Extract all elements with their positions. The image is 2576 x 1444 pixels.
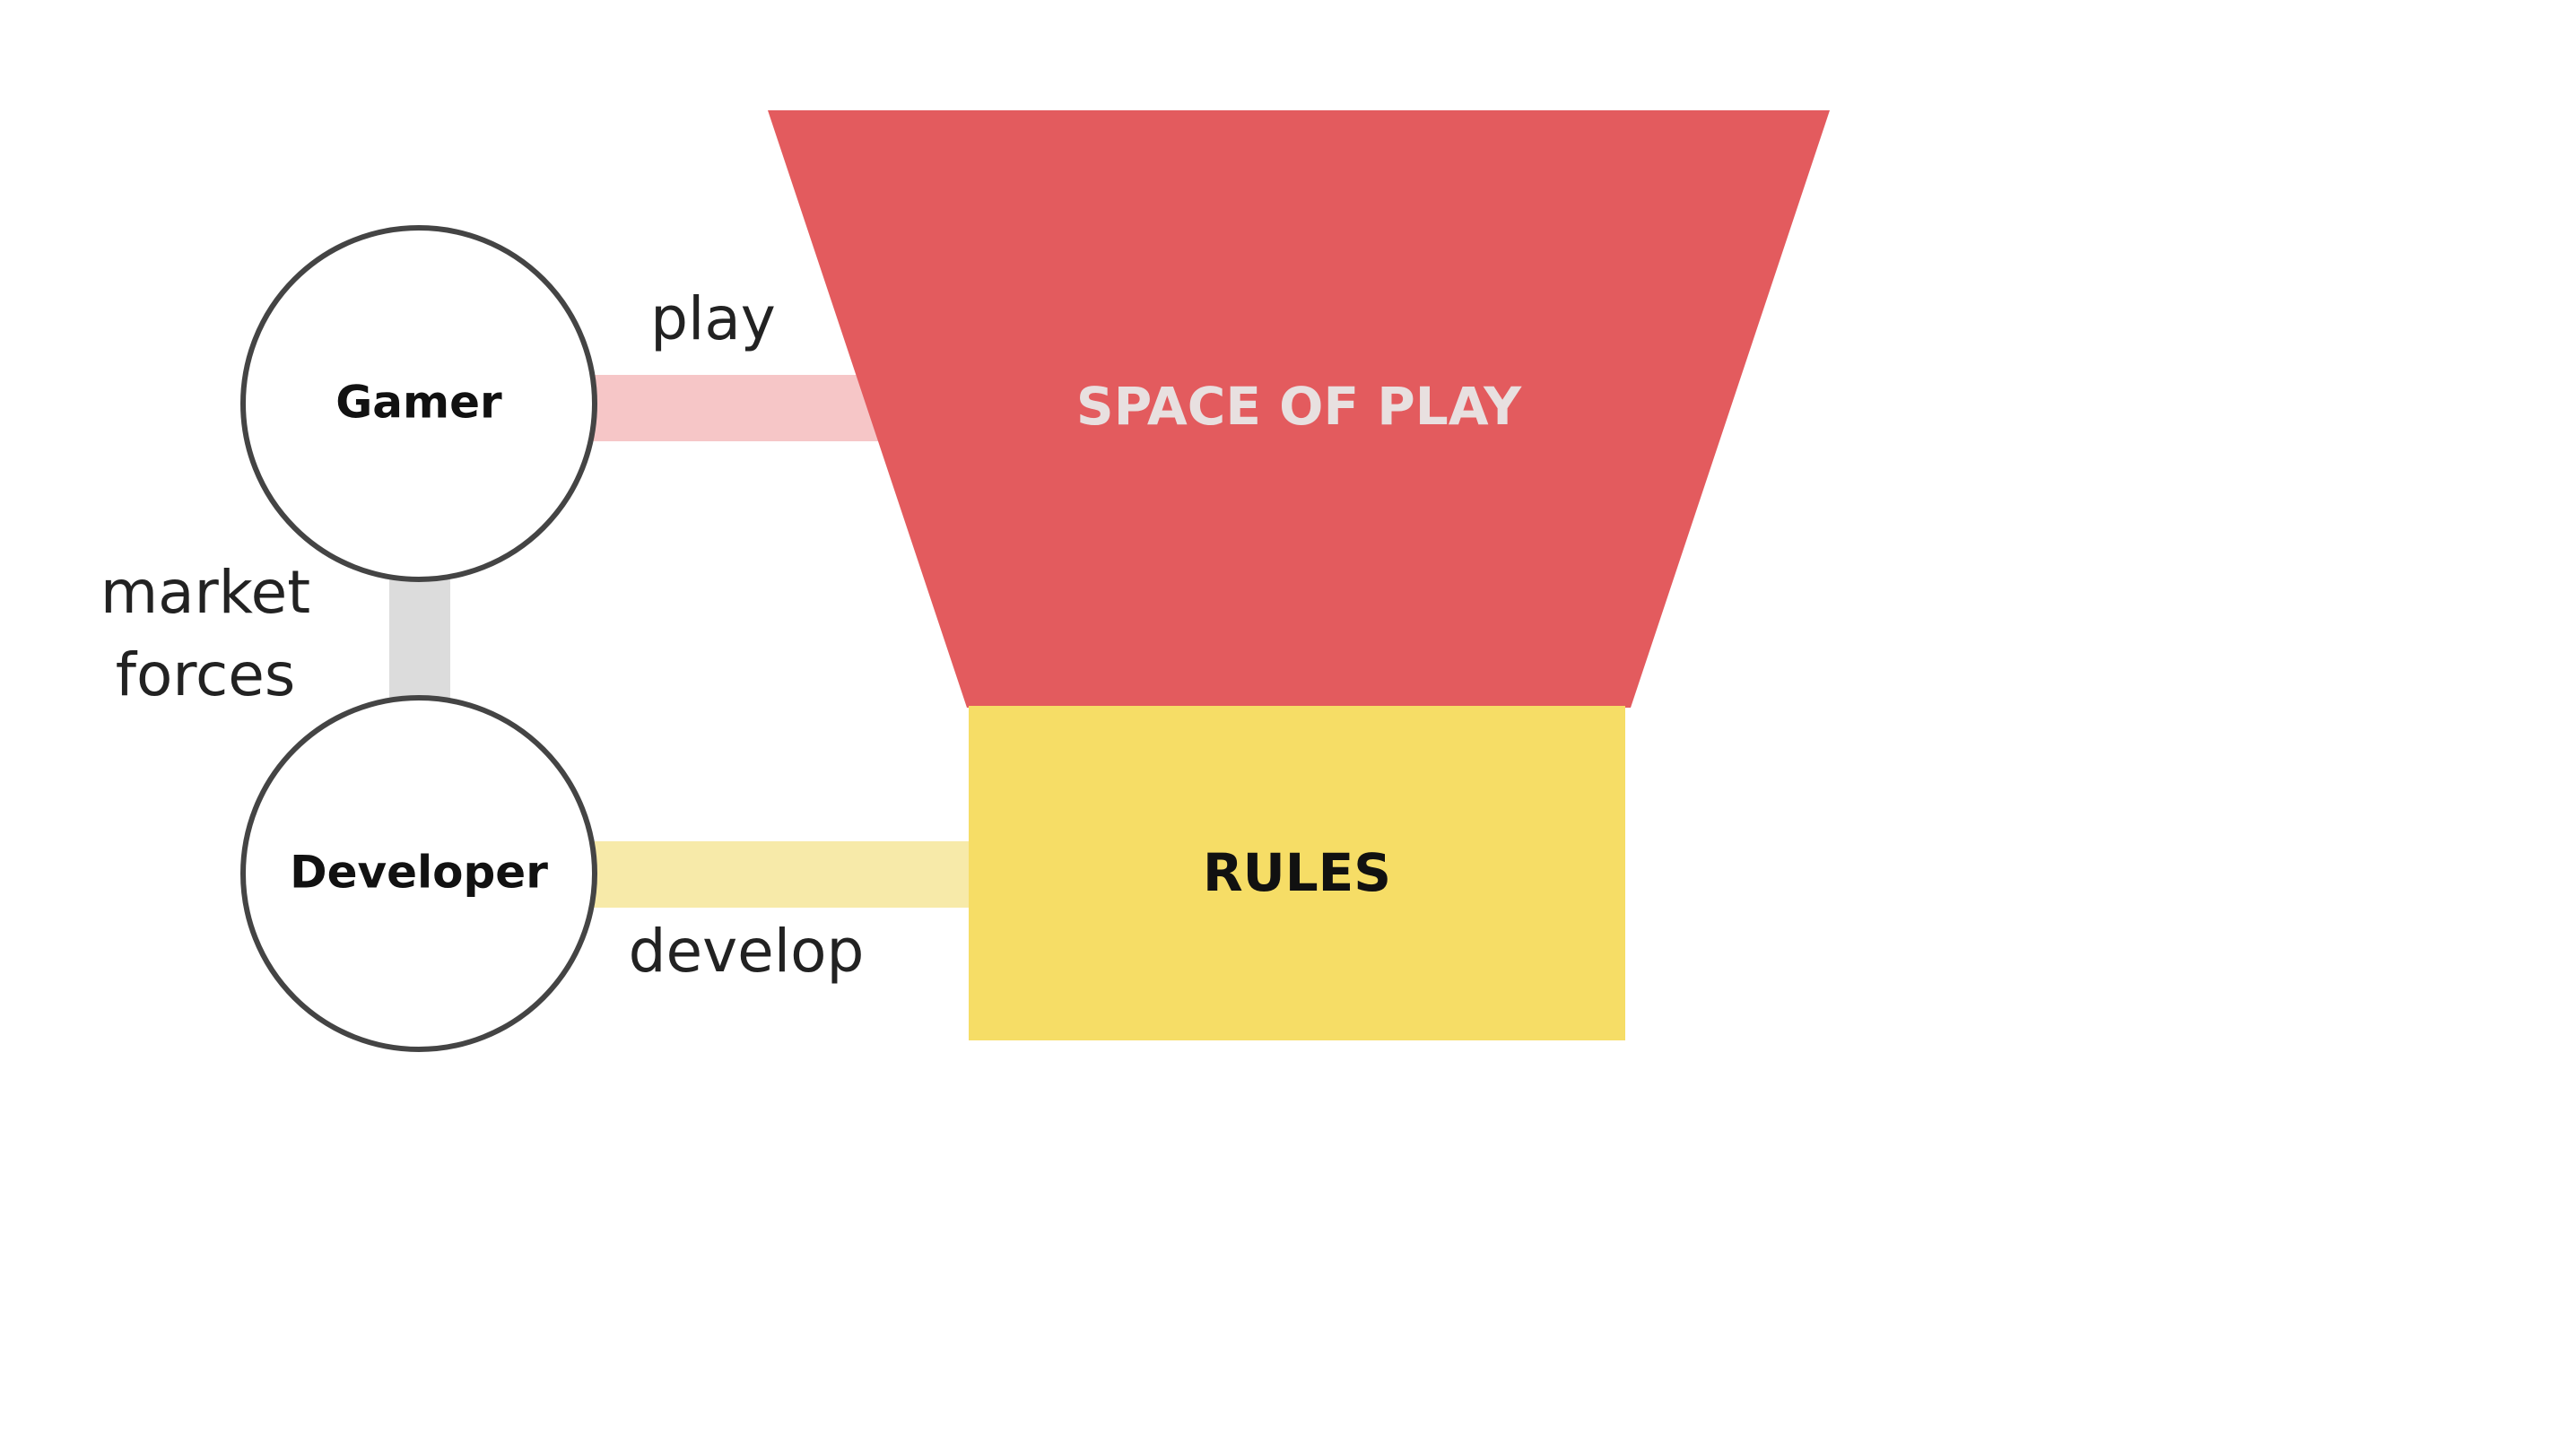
space-of-play-region xyxy=(768,110,1830,708)
rules-label: RULES xyxy=(1203,842,1391,903)
developer-node xyxy=(240,695,597,1052)
gamer-label: Gamer xyxy=(335,377,502,429)
market-forces-label-line1: market xyxy=(100,558,310,627)
market-forces-label-line2: forces xyxy=(116,640,296,709)
developer-label: Developer xyxy=(290,847,548,899)
play-connector xyxy=(592,375,897,441)
gamer-node xyxy=(240,225,597,582)
market-forces-connector xyxy=(389,574,450,700)
develop-label: develop xyxy=(629,917,865,986)
play-label: play xyxy=(650,284,776,353)
space-of-play-label: SPACE OF PLAY xyxy=(1076,376,1522,437)
rules-region xyxy=(969,706,1625,1040)
develop-connector xyxy=(592,841,978,908)
